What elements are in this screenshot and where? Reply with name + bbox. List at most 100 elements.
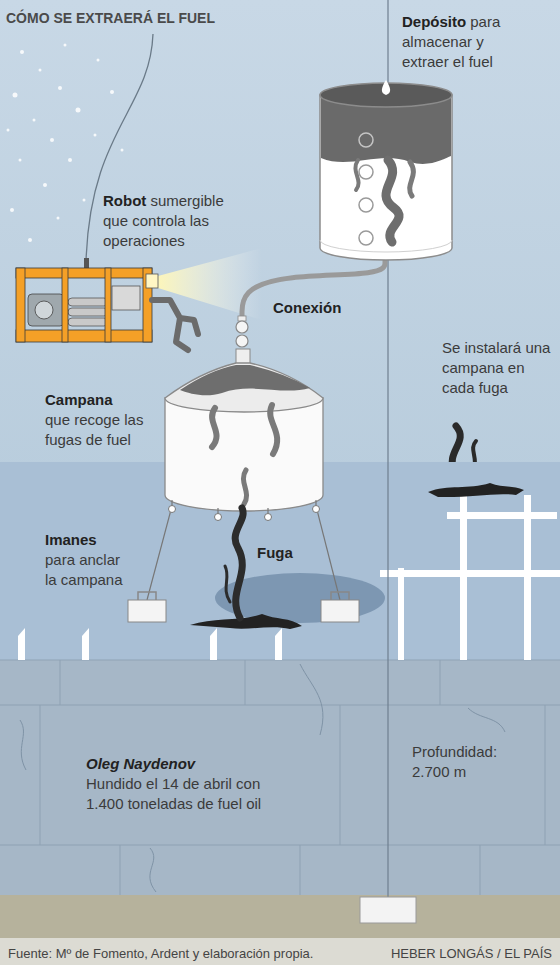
ship-hull — [440, 660, 441, 705]
ship-hull — [60, 660, 61, 705]
note-text: Se instalará una campana en cada fuga — [442, 339, 550, 396]
collection-bell — [212, 408, 217, 447]
ship-hull — [340, 705, 341, 845]
collection-bell — [270, 405, 277, 454]
callout-heading: Robot — [103, 192, 146, 209]
callout-text: Hundido el 14 de abril con 1.400 tonelad… — [86, 775, 261, 812]
collection-bell — [313, 506, 320, 513]
callout-text: que recoge las fugas de fuel — [45, 411, 143, 448]
ship-hull — [0, 660, 560, 895]
caption-box: Fuente: Mº de Fomento, Ardent y elaborac… — [8, 946, 313, 962]
collection-bell — [128, 600, 166, 622]
ship-hull — [300, 845, 301, 895]
bubbles — [7, 129, 10, 132]
storage-tank — [355, 160, 358, 190]
storage-tank — [320, 95, 452, 260]
storage-tank — [320, 80, 452, 260]
ship-hull — [120, 845, 121, 895]
robot-illustration — [16, 330, 152, 342]
robot-illustration — [68, 298, 108, 306]
storage-tank — [359, 231, 373, 245]
robot-illustration — [28, 294, 64, 326]
label-box: HEBER LONGÁS / EL PAÍS — [352, 946, 552, 962]
ship-hull — [0, 462, 560, 895]
bubbles — [57, 217, 60, 220]
bubbles — [110, 90, 114, 94]
ship-hull — [82, 628, 89, 660]
callout: Robotsumergible que controla las operaci… — [103, 191, 243, 251]
bubbles — [28, 238, 32, 242]
robot-illustration — [105, 268, 111, 342]
ship-hull — [275, 628, 282, 660]
bubbles — [39, 69, 42, 72]
robot-illustration — [16, 258, 198, 350]
ship-hull — [215, 573, 385, 623]
collection-bell — [180, 365, 310, 395]
robot-illustration — [35, 301, 53, 319]
bubbles — [43, 183, 47, 187]
dimension-label: Profundidad: 2.700 m — [412, 743, 497, 780]
callout-heading: Campana — [45, 390, 163, 410]
callout: Campanaque recoge las fugas de fuel — [45, 390, 163, 450]
bubbles — [64, 44, 67, 47]
bubbles — [19, 159, 22, 162]
collection-bell — [165, 363, 323, 412]
bubbles — [68, 158, 72, 162]
robot-illustration — [112, 286, 140, 310]
ship-hull — [20, 720, 26, 770]
bubbles — [121, 149, 124, 152]
bubbles — [20, 50, 24, 54]
collection-bell — [265, 514, 272, 521]
part-description: para anclar la campana — [45, 551, 123, 588]
ship-hull — [150, 848, 156, 892]
label-box: Fuga — [257, 543, 317, 563]
robot-outline — [8, 185, 258, 357]
bubbles — [76, 108, 81, 113]
robot-illustration — [146, 274, 158, 288]
anchor-weight — [360, 897, 416, 923]
robot: Robotsumergible que controla las operaci… — [8, 185, 258, 357]
callout-heading: Depósito — [402, 13, 466, 30]
ship-hull — [0, 705, 560, 706]
connection-label: Conexión — [273, 299, 341, 316]
callout-heading: Oleg Naydenov — [86, 754, 286, 774]
robot-illustration — [62, 268, 68, 342]
ship-hull — [18, 628, 25, 660]
ship-hull: Oleg NaydenovHundido el 14 de abril con … — [0, 462, 560, 895]
robot-illustration — [68, 318, 108, 326]
collection-bell — [236, 321, 248, 333]
label-box: Profundidad: 2.700 m — [412, 742, 522, 782]
ship-hull — [380, 570, 560, 577]
robot-illustration — [68, 308, 108, 316]
callout: Oleg NaydenovHundido el 14 de abril con … — [86, 754, 286, 814]
caption: Fuente: Mº de Fomento, Ardent y elaborac… — [8, 946, 313, 961]
collection-bell — [165, 398, 323, 511]
ship-hull — [468, 708, 505, 732]
bubbles — [33, 119, 36, 122]
storage-tank — [382, 80, 390, 95]
collection-bell — [243, 470, 246, 504]
storage-tank — [359, 133, 373, 147]
ship-hull — [428, 483, 524, 497]
bubbles — [83, 199, 86, 202]
edge-label-box: Conexión — [273, 298, 341, 318]
collection-bell — [236, 335, 248, 347]
robot-outline — [16, 258, 198, 350]
storage-tank — [410, 162, 414, 196]
ship-hull — [447, 512, 557, 519]
credit: HEBER LONGÁS / EL PAÍS — [391, 946, 552, 961]
bubbles — [50, 138, 54, 142]
robot-illustration — [16, 268, 152, 278]
title-box: CÓMO SE EXTRAERÁ EL FUEL — [6, 8, 215, 28]
part-name: Imanes — [45, 531, 97, 548]
storage-tank — [386, 160, 399, 242]
label-box: Imanes — [45, 530, 133, 550]
collection-bell — [321, 600, 359, 622]
robot-illustration — [16, 268, 25, 342]
bubbles — [10, 208, 14, 212]
robot-illustration — [152, 300, 198, 350]
bubbles — [94, 134, 97, 137]
label-box: Se instalará una campana en cada fuga — [442, 338, 554, 398]
caption-band — [0, 938, 560, 965]
ship-hull — [545, 705, 546, 845]
